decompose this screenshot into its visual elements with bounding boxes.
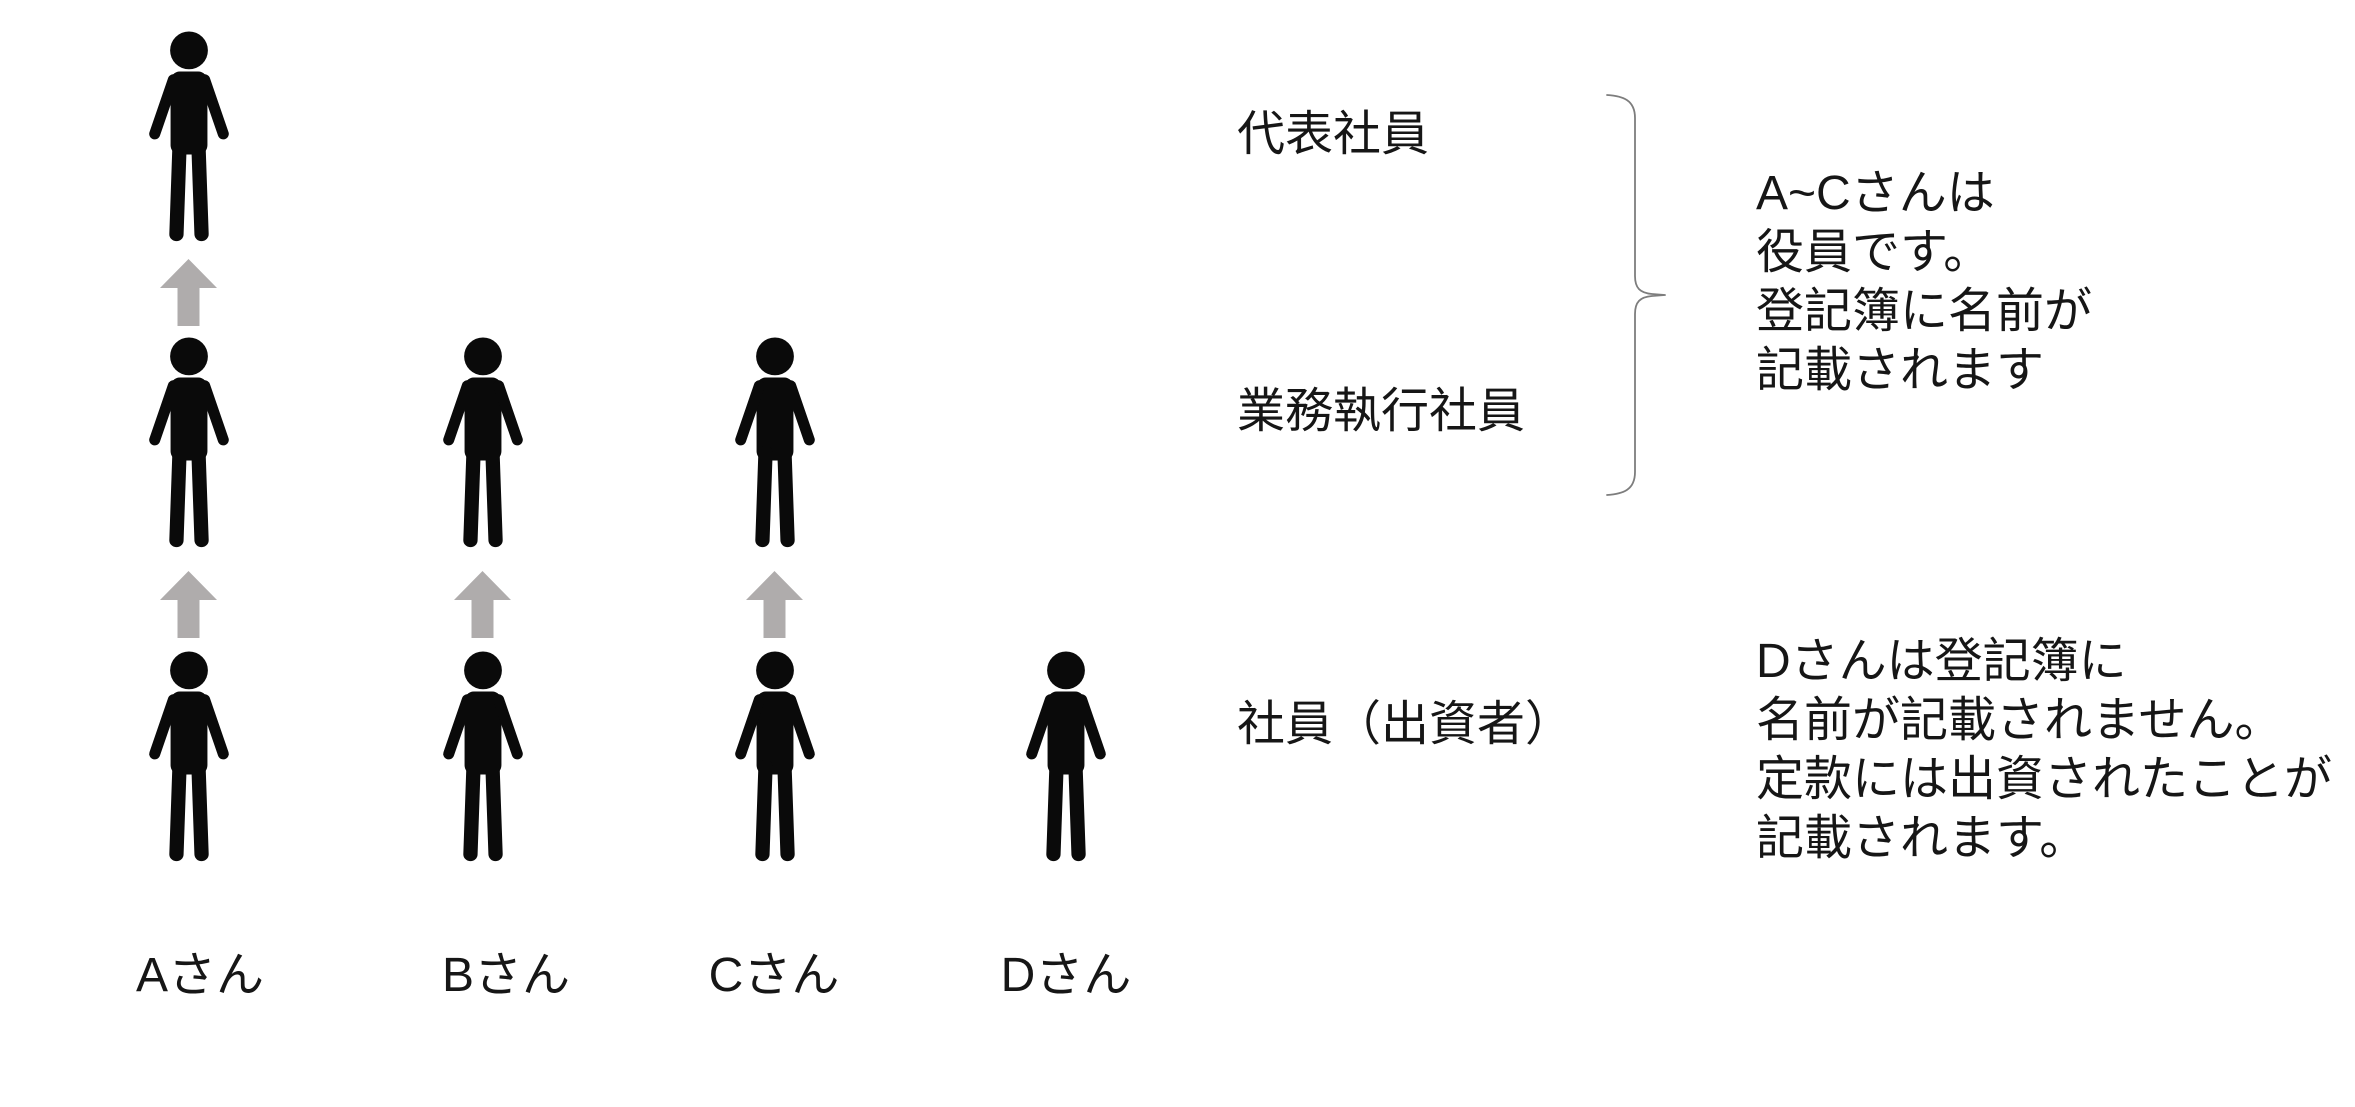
annotation-d-member-line3: 定款には出資されたことが [1756,753,2333,806]
role-label-representative: 代表社員 [1237,108,1430,161]
promotion-arrow-icon-a [160,571,217,638]
person-icon-executive-b [436,337,530,549]
person-icon-executive-c [728,337,822,549]
person-icon-executive-a [142,337,236,549]
person-name-a: Aさん [135,949,265,1002]
person-name-d: Dさん [1000,949,1132,1002]
annotation-d-member-line1: Dさんは登記簿に [1756,635,2127,688]
role-label-executive: 業務執行社員 [1237,385,1526,438]
promotion-arrow-icon-b [454,571,511,638]
person-name-b: Bさん [441,949,571,1002]
annotation-officers: A~Cさんは 役員です。 登記簿に名前が 記載されます [1756,164,2092,400]
officers-group-brace [1606,94,1666,496]
person-icon-member-a [142,651,236,863]
annotation-d-member: Dさんは登記簿に 名前が記載されません。 定款には出資されたことが 記載されます… [1756,632,2332,868]
role-label-member: 社員（出資者） [1237,698,1574,751]
annotation-officers-line2: 役員です。 [1756,226,1992,279]
person-name-c: Cさん [708,949,840,1002]
annotation-officers-line4: 記載されます [1756,344,2045,397]
annotation-officers-line3: 登記簿に名前が [1756,285,2093,338]
promotion-arrow-icon-c [746,571,803,638]
person-icon-representative-a [142,31,236,243]
person-icon-member-b [436,651,530,863]
annotation-d-member-line2: 名前が記載されません。 [1756,694,2283,747]
annotation-officers-line1: A~Cさんは [1756,167,1995,220]
person-icon-member-c [728,651,822,863]
annotation-d-member-line4: 記載されます。 [1756,812,2088,865]
promotion-arrow-icon-a-top [160,259,217,326]
person-icon-member-d [1019,651,1113,863]
